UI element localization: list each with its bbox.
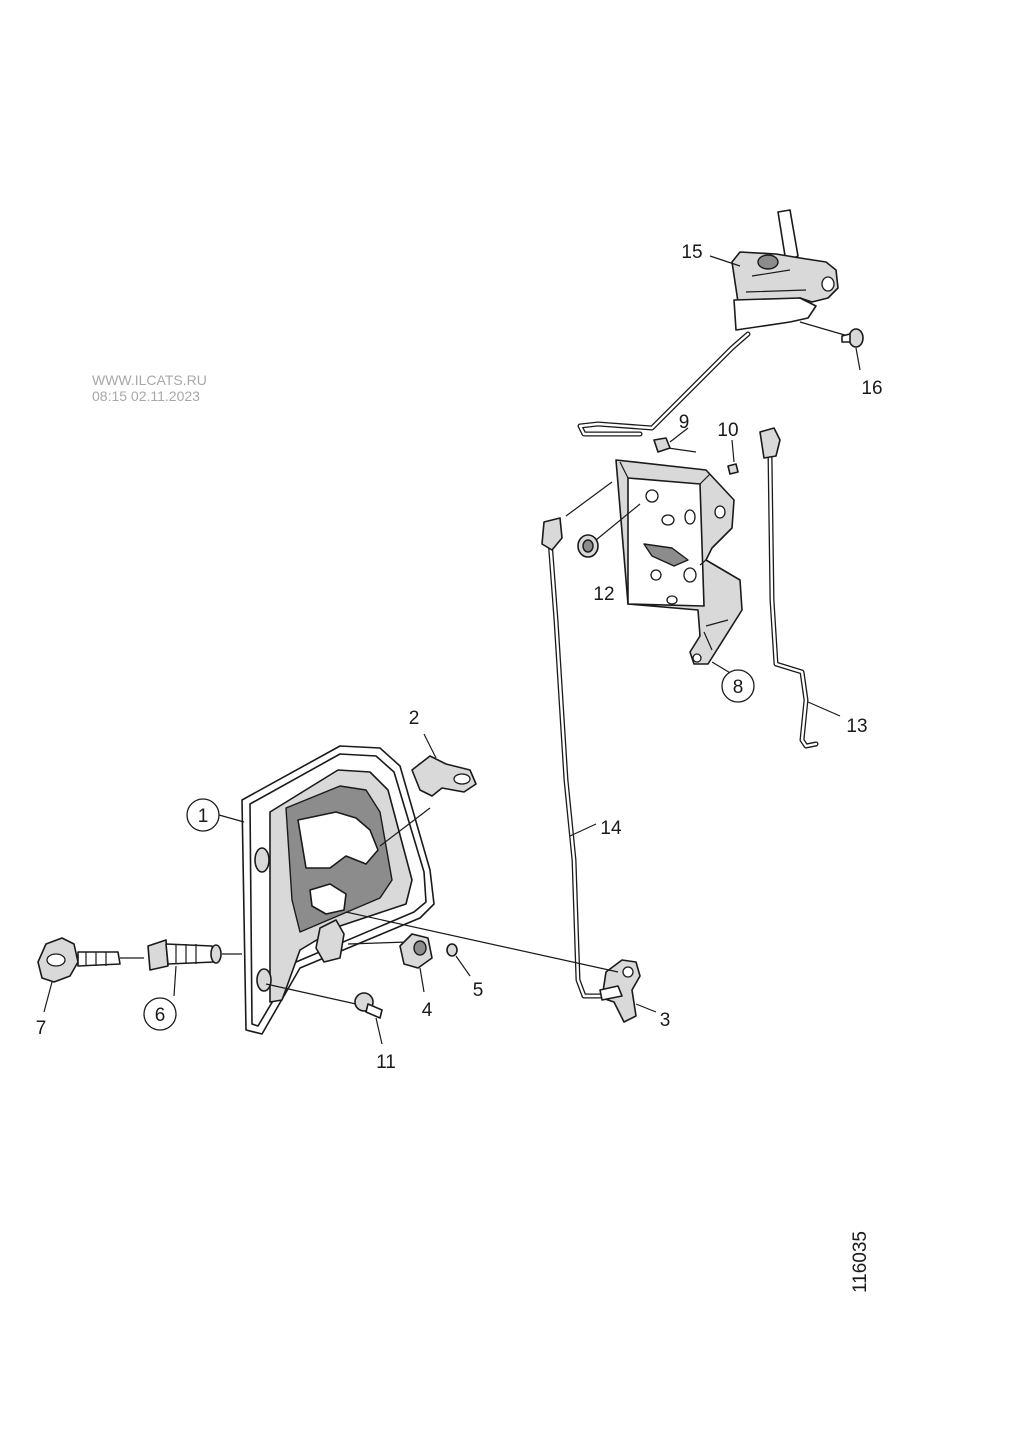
callout-1: 1 (198, 806, 209, 827)
part-7-key (37, 937, 144, 1013)
callout-7: 7 (36, 1018, 47, 1039)
part-16-screw (799, 321, 864, 348)
part-1-handle-housing (241, 745, 619, 1035)
callout-2: 2 (409, 708, 420, 729)
part-5-ring (446, 943, 471, 977)
part-12-bush (577, 503, 641, 558)
leader-10 (731, 439, 735, 463)
callout-11: 11 (376, 1052, 396, 1073)
leader-16 (855, 347, 861, 371)
watermark-site: WWW.ILCATS.RU (92, 372, 207, 388)
part-2-clip (411, 733, 477, 797)
leader-15 (709, 255, 741, 267)
part-14-rod (541, 481, 613, 999)
watermark-timestamp: 08:15 02.11.2023 (92, 388, 200, 404)
callout-4: 4 (422, 1000, 433, 1021)
callout-16: 16 (861, 378, 882, 399)
leader-1 (218, 814, 245, 823)
part-8-lock-mechanism (615, 459, 743, 665)
leader-14 (569, 823, 597, 837)
leader-13 (807, 701, 841, 717)
callout-13: 13 (846, 716, 867, 737)
callout-8-circle (721, 669, 755, 703)
part-13-rod (759, 427, 819, 749)
callout-15: 15 (681, 242, 702, 263)
callout-6-circle (143, 997, 177, 1031)
callout-10: 10 (717, 420, 738, 441)
part-6-lock-cylinder (147, 939, 242, 997)
part-15-release-lever (577, 209, 839, 437)
callout-9: 9 (679, 412, 690, 433)
part-10-clip (727, 463, 739, 475)
callout-3: 3 (660, 1010, 671, 1031)
leader-9 (669, 427, 689, 443)
callout-12: 12 (593, 584, 614, 605)
callout-8: 8 (733, 677, 744, 698)
callout-1-circle (186, 798, 220, 832)
callout-6: 6 (155, 1005, 166, 1026)
part-9-nut (653, 437, 697, 453)
part-11-screw (354, 992, 383, 1045)
callout-5: 5 (473, 980, 484, 1001)
callout-14: 14 (600, 818, 622, 839)
diagram-id: 116035 (850, 1231, 871, 1293)
part-3-link-lever (599, 959, 657, 1023)
part-4-cylinder-cap (399, 933, 433, 993)
